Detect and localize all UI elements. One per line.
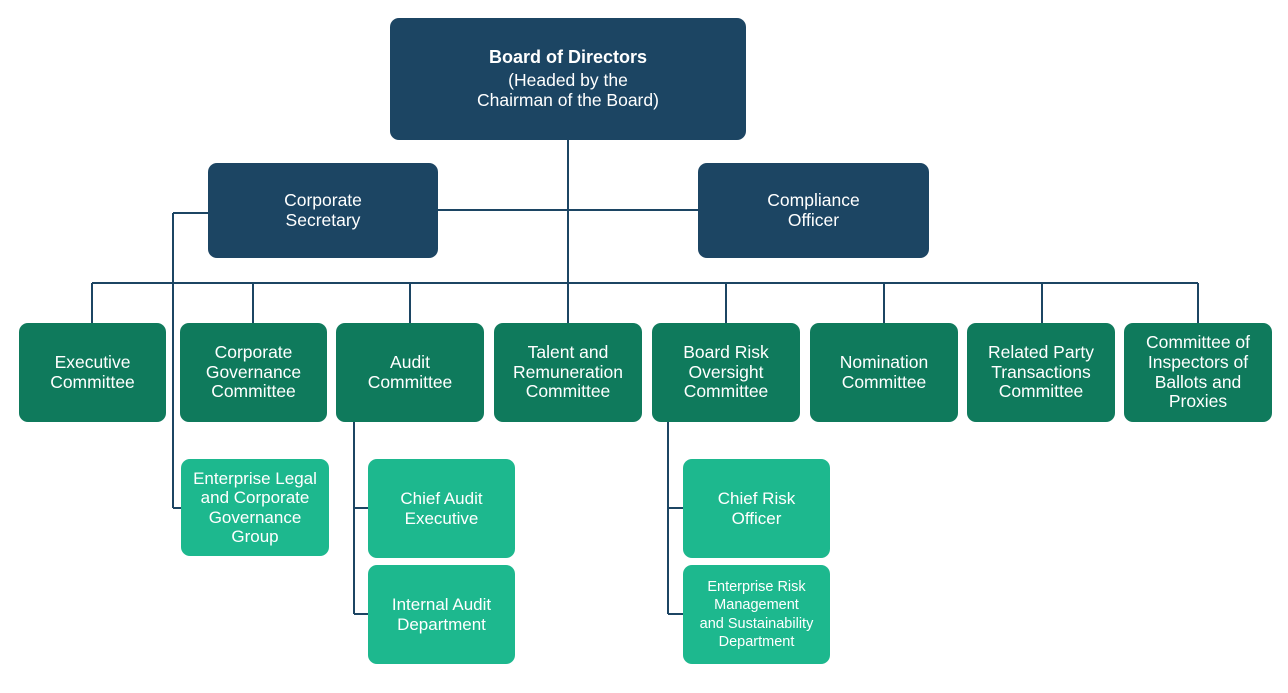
talent-remuneration-committee-box: Talent and Remuneration Committee: [494, 323, 642, 422]
board-subtitle-line: Chairman of the Board): [477, 90, 659, 111]
box-label-line: Board Risk: [683, 342, 769, 363]
box-label-line: Talent and: [527, 342, 609, 363]
box-label-line: Officer: [731, 508, 782, 528]
box-label-line: Transactions: [991, 361, 1091, 382]
box-label-line: Ballots and: [1154, 371, 1242, 392]
box-label-line: Oversight: [688, 361, 764, 382]
box-label-line: Committee: [998, 381, 1084, 402]
board-subtitle-line: (Headed by the: [508, 70, 628, 91]
box-label-line: Committee: [683, 381, 769, 402]
box-label-line: Inspectors of: [1147, 351, 1249, 372]
box-label-line: Corporate: [284, 189, 362, 210]
box-label-line: Remuneration: [513, 361, 623, 382]
box-label-line: Related Party: [987, 342, 1095, 363]
box-label-line: and Sustainability: [699, 615, 814, 632]
box-label-line: Executive: [54, 351, 131, 372]
enterprise-risk-management-box: Enterprise Risk Management and Sustainab…: [683, 565, 830, 664]
box-label-line: Committee of: [1145, 332, 1251, 353]
box-label-line: Internal Audit: [391, 595, 492, 615]
box-label-line: Department: [718, 633, 795, 650]
box-label-line: Group: [231, 526, 279, 546]
board-title: Board of Directors: [488, 47, 648, 68]
box-label-line: Executive: [404, 508, 479, 528]
box-label-line: Audit: [390, 351, 430, 372]
internal-audit-department-box: Internal Audit Department: [368, 565, 515, 664]
box-label-line: and Corporate: [200, 488, 310, 508]
box-label-line: Chief Risk: [717, 489, 796, 509]
box-label-line: Chief Audit: [400, 489, 483, 509]
related-party-transactions-committee-box: Related Party Transactions Committee: [967, 323, 1115, 422]
enterprise-legal-group-box: Enterprise Legal and Corporate Governanc…: [181, 459, 329, 556]
box-label-line: Governance: [208, 507, 302, 527]
box-label-line: Enterprise Legal: [193, 469, 317, 489]
box-label-line: Secretary: [285, 209, 361, 230]
box-label-line: Proxies: [1168, 391, 1228, 412]
corporate-governance-committee-box: Corporate Governance Committee: [180, 323, 327, 422]
box-label-line: Compliance: [767, 189, 860, 210]
board-risk-oversight-committee-box: Board Risk Oversight Committee: [652, 323, 800, 422]
corporate-secretary-box: Corporate Secretary: [208, 163, 438, 258]
inspectors-of-ballots-committee-box: Committee of Inspectors of Ballots and P…: [1124, 323, 1272, 422]
board-of-directors-box: Board of Directors (Headed by the Chairm…: [390, 18, 746, 140]
compliance-officer-box: Compliance Officer: [698, 163, 929, 258]
box-label-line: Department: [397, 614, 486, 634]
chief-audit-executive-box: Chief Audit Executive: [368, 459, 515, 558]
audit-committee-box: Audit Committee: [336, 323, 484, 422]
box-label-line: Committee: [841, 371, 927, 392]
box-label-line: Enterprise Risk: [707, 579, 806, 596]
nomination-committee-box: Nomination Committee: [810, 323, 958, 422]
box-label-line: Officer: [787, 209, 840, 230]
box-label-line: Nomination: [839, 351, 929, 372]
box-label-line: Corporate: [214, 342, 293, 363]
box-label-line: Committee: [211, 381, 296, 402]
box-label-line: Committee: [525, 381, 611, 402]
box-label-line: Governance: [205, 361, 302, 382]
box-label-line: Committee: [367, 371, 453, 392]
box-label-line: Management: [714, 597, 799, 614]
chief-risk-officer-box: Chief Risk Officer: [683, 459, 830, 558]
executive-committee-box: Executive Committee: [19, 323, 166, 422]
box-label-line: Committee: [50, 371, 135, 392]
